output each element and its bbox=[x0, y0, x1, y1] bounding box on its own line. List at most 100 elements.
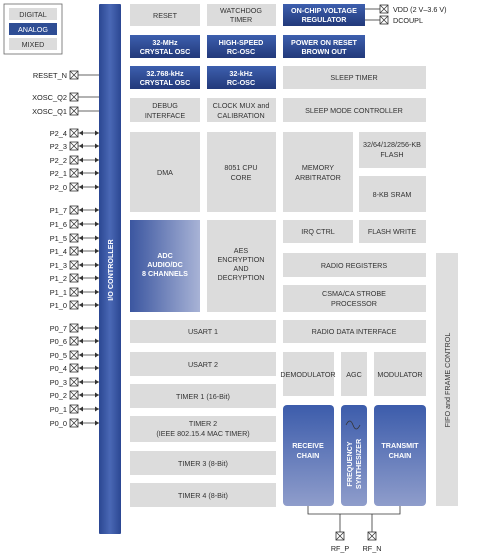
xosc-q2-pin-label: XOSC_Q2 bbox=[32, 93, 67, 102]
pin-p0-6-arrow-left-icon bbox=[79, 338, 83, 344]
csma-label-2: PROCESSOR bbox=[331, 299, 377, 308]
pin-p0-2: P0_2 bbox=[50, 390, 99, 400]
legend-analog-swatch bbox=[9, 23, 57, 35]
frequency-synthesizer-label-2: SYNTHESIZER bbox=[354, 438, 363, 489]
pin-p0-3-arrow-right-icon bbox=[95, 379, 99, 385]
pin-p0-0-arrow-left-icon bbox=[79, 420, 83, 426]
pin-p1-7-label: P1_7 bbox=[50, 206, 67, 215]
legend-digital-swatch bbox=[9, 8, 57, 20]
pin-p1-0: P1_0 bbox=[50, 300, 99, 310]
frequency-synthesizer-block bbox=[341, 405, 367, 506]
pin-p1-6-arrow-left-icon bbox=[79, 221, 83, 227]
fifo-frame-control-block bbox=[436, 253, 458, 506]
pin-p2-3-label: P2_3 bbox=[50, 142, 67, 151]
voltage-regulator-label-1: ON-CHIP VOLTAGE bbox=[291, 6, 357, 15]
pin-p0-7: P0_7 bbox=[50, 323, 99, 333]
pin-p2-3: P2_3 bbox=[50, 141, 99, 151]
csma-block bbox=[283, 285, 426, 312]
pin-p1-1: P1_1 bbox=[50, 287, 99, 297]
sleep-timer-label: SLEEP TIMER bbox=[330, 73, 377, 82]
pin-p0-3-arrow-left-icon bbox=[79, 379, 83, 385]
por-label-2: BROWN OUT bbox=[301, 47, 347, 56]
sram-block bbox=[359, 176, 426, 212]
legend-analog-label: ANALOG bbox=[18, 25, 48, 34]
pin-p2-2-label: P2_2 bbox=[50, 156, 67, 165]
clock-mux-block bbox=[207, 98, 276, 122]
aes-label-3: AND bbox=[233, 264, 248, 273]
crystal-32mhz-label-1: 32-MHz bbox=[152, 38, 178, 47]
usart1-block bbox=[130, 320, 276, 343]
radio-data-interface-block bbox=[283, 320, 426, 343]
cpu-core-label-1: 8051 CPU bbox=[224, 163, 257, 172]
radio-registers-block bbox=[283, 253, 426, 277]
pin-p1-2-label: P1_2 bbox=[50, 274, 67, 283]
pin-p1-2: P1_2 bbox=[50, 273, 99, 283]
pin-p2-3-arrow-right-icon bbox=[95, 143, 99, 149]
pin-p0-6-label: P0_6 bbox=[50, 337, 67, 346]
watchdog-label-2: TIMER bbox=[230, 15, 252, 24]
clock-mux-label-2: CALIBRATION bbox=[217, 111, 264, 120]
pin-p1-3: P1_3 bbox=[50, 260, 99, 270]
pin-p0-4-arrow-left-icon bbox=[79, 365, 83, 371]
pin-p0-7-arrow-left-icon bbox=[79, 325, 83, 331]
pin-p1-4-arrow-right-icon bbox=[95, 248, 99, 254]
legend-mixed-swatch bbox=[9, 38, 57, 50]
rc-osc-32khz-block bbox=[207, 66, 276, 89]
pin-p0-1-arrow-right-icon bbox=[95, 406, 99, 412]
crystal-32mhz-label-2: CRYSTAL OSC bbox=[140, 47, 191, 56]
por-label-1: POWER ON RESET bbox=[291, 38, 358, 47]
transmit-chain-block bbox=[374, 405, 426, 506]
radio-registers-label: RADIO REGISTERS bbox=[321, 261, 388, 270]
flash-label-2: FLASH bbox=[380, 150, 403, 159]
pin-p1-6-arrow-right-icon bbox=[95, 221, 99, 227]
pin-p1-3-arrow-left-icon bbox=[79, 262, 83, 268]
usart2-label: USART 2 bbox=[188, 360, 218, 369]
memory-arbitrator-label-1: MEMORY bbox=[302, 163, 334, 172]
aes-block bbox=[207, 220, 276, 312]
pin-p0-0-arrow-right-icon bbox=[95, 420, 99, 426]
pin-p1-2-arrow-left-icon bbox=[79, 275, 83, 281]
memory-arbitrator-block bbox=[283, 132, 353, 212]
pin-p2-0: P2_0 bbox=[50, 182, 99, 192]
adc-label-2: AUDIO/DC bbox=[147, 260, 183, 269]
timer2-label-2: (IEEE 802.15.4 MAC TIMER) bbox=[156, 429, 249, 438]
reset-block bbox=[130, 4, 200, 26]
pin-p1-6: P1_6 bbox=[50, 219, 99, 229]
irq-ctrl-label: IRQ CTRL bbox=[301, 227, 335, 236]
usart1-label: USART 1 bbox=[188, 327, 218, 336]
dcoupl-pin bbox=[379, 15, 389, 25]
xosc-q1-pin: XOSC_Q1 bbox=[32, 106, 99, 116]
flash-label-1: 32/64/128/256-KB bbox=[363, 140, 421, 149]
left-pins: RESET_NXOSC_Q2XOSC_Q1P2_4P2_3P2_2P2_1P2_… bbox=[32, 70, 99, 428]
hs-rc-osc-label-1: HIGH-SPEED bbox=[219, 38, 264, 47]
pin-p1-3-arrow-right-icon bbox=[95, 262, 99, 268]
aes-label-2: ENCRYPTION bbox=[218, 255, 265, 264]
rf-bus-line bbox=[307, 506, 401, 515]
usart2-block bbox=[130, 352, 276, 376]
receive-chain-block bbox=[283, 405, 334, 506]
dma-block bbox=[130, 132, 200, 212]
clock-mux-label-1: CLOCK MUX and bbox=[213, 101, 270, 110]
modulator-label: MODULATOR bbox=[377, 370, 422, 379]
pin-p1-1-label: P1_1 bbox=[50, 288, 67, 297]
pin-p0-6-arrow-right-icon bbox=[95, 338, 99, 344]
demodulator-block bbox=[283, 352, 334, 396]
aes-label-1: AES bbox=[234, 246, 249, 255]
pin-p2-4-arrow-right-icon bbox=[95, 130, 99, 136]
frequency-synthesizer-label-1: FREQUENCY bbox=[345, 441, 354, 486]
pin-p1-7-arrow-left-icon bbox=[79, 207, 83, 213]
rf-n-label: RF_N bbox=[363, 544, 382, 553]
timer4-label: TIMER 4 (8-Bit) bbox=[178, 491, 228, 500]
pin-p0-0: P0_0 bbox=[50, 418, 99, 428]
sleep-mode-controller-block bbox=[283, 98, 426, 122]
radio-data-interface-label: RADIO DATA INTERFACE bbox=[312, 327, 397, 336]
pin-p0-1: P0_1 bbox=[50, 404, 99, 414]
rf-n-pin bbox=[367, 531, 377, 541]
pin-p1-3-label: P1_3 bbox=[50, 261, 67, 270]
pin-p0-2-arrow-left-icon bbox=[79, 392, 83, 398]
pin-p2-2-arrow-left-icon bbox=[79, 157, 83, 163]
legend-mixed-label: MIXED bbox=[22, 40, 45, 49]
timer3-label: TIMER 3 (8-Bit) bbox=[178, 459, 228, 468]
agc-block bbox=[341, 352, 367, 396]
